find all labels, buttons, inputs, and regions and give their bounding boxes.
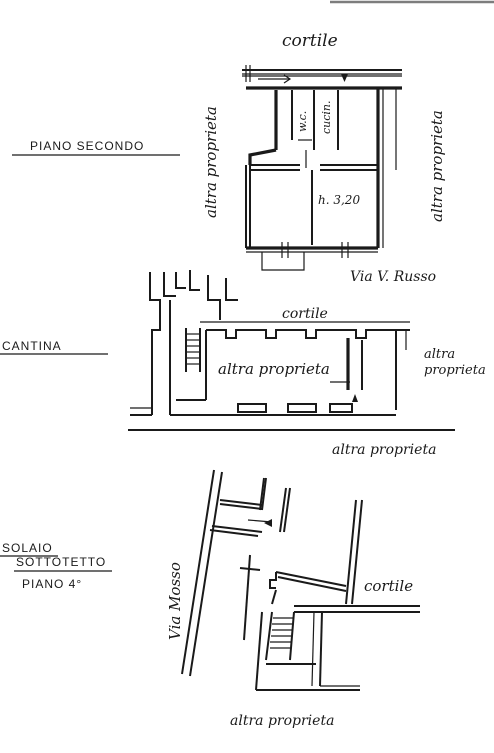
solaio-entry-marker-icon: [264, 519, 272, 527]
via-mosso-label: Via Mosso: [166, 562, 184, 640]
cantina-entry-marker-icon: [352, 394, 358, 402]
solaio-stairs: [265, 611, 295, 661]
cantina-cortile-label: cortile: [282, 306, 328, 322]
cantina-altra-center-label: altra proprieta: [218, 360, 330, 378]
solaio-title-3: PIANO 4°: [22, 577, 82, 591]
wc-label: w.c.: [296, 111, 309, 132]
piano-secondo-cortile-label: cortile: [282, 31, 338, 51]
cantina-title: CANTINA: [2, 339, 62, 353]
cantina-altra-bottom-label: altra proprieta: [332, 442, 436, 458]
cantina-altra-right-label-2: proprieta: [424, 363, 486, 378]
solaio-title-2: SOTTOTETTO: [16, 555, 106, 569]
ceiling-height-label: h. 3,20: [318, 193, 360, 207]
cantina-altra-right-label-1: altra: [424, 347, 455, 362]
section-piano-secondo: cortile PIANO SECONDO altra proprieta al…: [12, 31, 446, 285]
cantina-window-2: [287, 403, 317, 413]
cantina-window-3: [329, 403, 353, 413]
cantina-window-1: [237, 403, 267, 413]
balcony: [261, 252, 305, 271]
cantina-stairs: [185, 328, 201, 372]
solaio-street-wall-outer: [181, 469, 215, 675]
cucina-label: cucin.: [320, 100, 333, 134]
piano-secondo-altra-left-label: altra proprieta: [202, 106, 220, 218]
section-cantina: cortile CANTINA: [0, 270, 486, 458]
solaio-altra-bottom-label: altra proprieta: [230, 713, 334, 729]
solaio-cortile-label: cortile: [364, 577, 413, 595]
via-russo-label: Via V. Russo: [350, 269, 436, 285]
piano-secondo-entry-marker-icon: [341, 74, 348, 82]
piano-secondo-title: PIANO SECONDO: [30, 139, 144, 153]
solaio-title-1: SOLAIO: [2, 541, 53, 555]
piano-secondo-altra-right-label: altra proprieta: [428, 110, 446, 222]
section-solaio: SOLAIO SOTTOTETTO PIANO 4° Via Mosso: [0, 469, 420, 729]
